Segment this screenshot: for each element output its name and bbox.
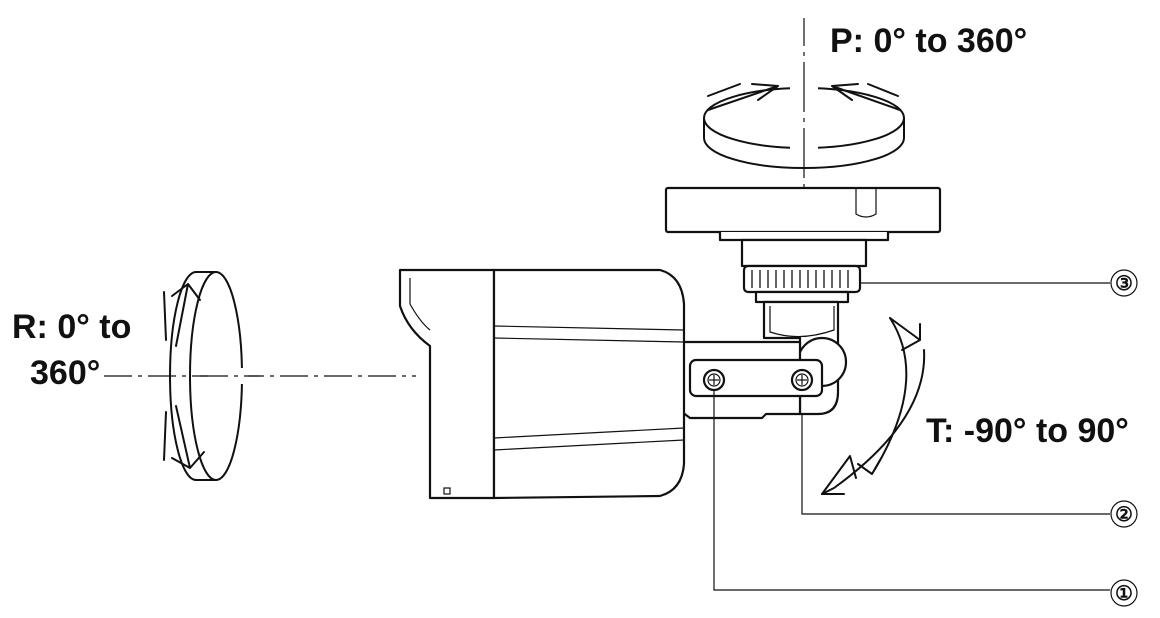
roll-rotation-arrow-icon [163,271,260,481]
callout-3: ③ [1110,269,1138,297]
bracket-arm [680,340,824,420]
callout-1: ① [1110,579,1138,607]
callout-2: ② [1110,500,1138,528]
callout-1-leader [713,390,1110,591]
tilt-rotation-arrow-icon [821,317,926,495]
callout-1-number: ① [1115,583,1133,605]
roll-range-label-line2: 360° [30,354,100,392]
screw-1-icon [702,368,726,392]
screw-2-icon [790,368,814,392]
callout-3-number: ③ [1115,273,1133,295]
callout-2-leader [801,414,1110,515]
lock-ring [742,264,862,304]
callout-2-number: ② [1115,504,1133,526]
camera-body [398,268,686,500]
pan-range-label: P: 0° to 360° [830,22,1027,60]
tilt-range-label: T: -90° to 90° [926,412,1129,450]
mounting-base [664,186,942,304]
pan-rotation-arrow-icon [703,83,905,169]
roll-range-label-line1: R: 0° to [12,308,131,346]
